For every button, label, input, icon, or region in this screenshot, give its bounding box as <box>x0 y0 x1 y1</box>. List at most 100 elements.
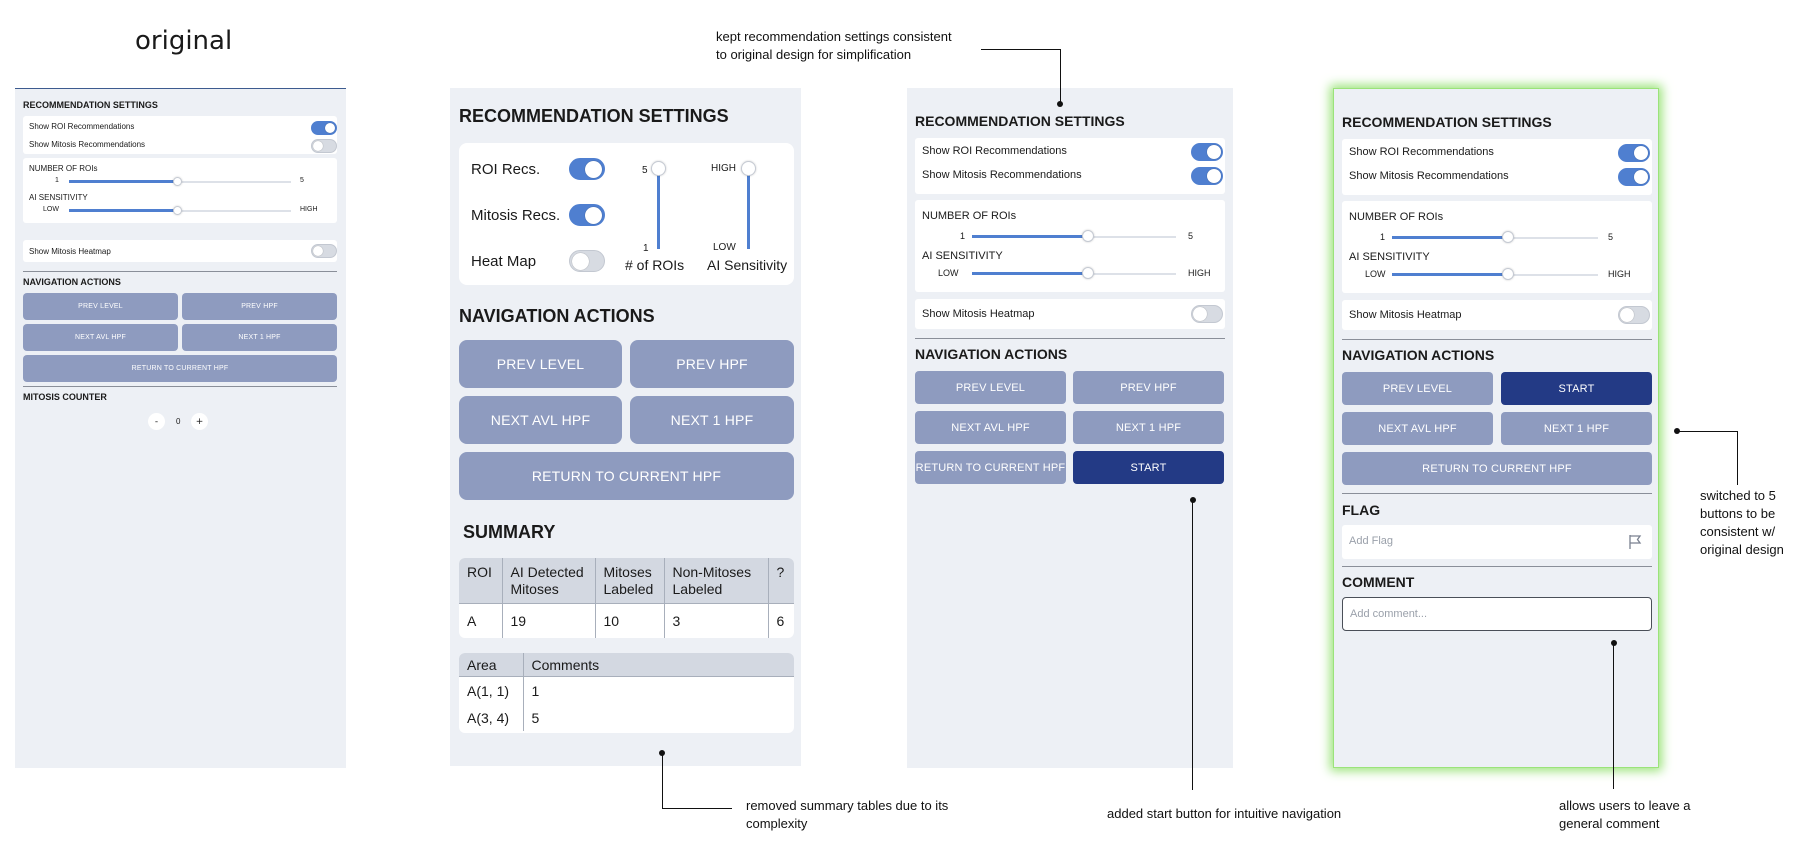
ai-sensitivity-label: AI SENSITIVITY <box>1349 251 1430 263</box>
annotation-comment: allows users to leave a general comment <box>1559 798 1691 831</box>
summary-title: SUMMARY <box>463 522 556 542</box>
col-ai-detected: AI Detected Mitoses <box>502 558 596 604</box>
col-mitoses-labeled: Mitoses Labeled <box>595 558 665 604</box>
divider <box>1342 493 1652 494</box>
show-mitosis-toggle[interactable] <box>311 139 337 153</box>
prev-level-button[interactable]: PREV LEVEL <box>459 340 622 388</box>
recommendations-card: Show ROI Recommendations Show Mitosis Re… <box>915 138 1225 194</box>
heat-map-toggle[interactable] <box>569 250 605 272</box>
nav-title: NAVIGATION ACTIONS <box>23 277 121 287</box>
prev-hpf-button[interactable]: PREV HPF <box>630 340 794 388</box>
next-1-hpf-button[interactable]: NEXT 1 HPF <box>1073 411 1224 444</box>
v2-panel: RECOMMENDATION SETTINGS Show ROI Recomme… <box>907 88 1233 768</box>
roi-recs-toggle[interactable] <box>569 158 605 180</box>
mitosis-recs-label: Mitosis Recs. <box>471 207 561 224</box>
num-rois-fill <box>972 235 1087 238</box>
num-rois-max: 5 <box>300 177 304 184</box>
ai-thumb[interactable] <box>1082 267 1094 279</box>
show-roi-toggle[interactable] <box>1618 144 1650 162</box>
next-avl-hpf-button[interactable]: NEXT AVL HPF <box>915 411 1066 444</box>
decrement-label: - <box>154 416 159 427</box>
flag-title: FLAG <box>1342 502 1381 518</box>
col-area: Area <box>459 653 524 677</box>
sliders-card: NUMBER OF ROIs 1 5 AI SENSITIVITY LOW HI… <box>915 200 1225 292</box>
show-roi-toggle[interactable] <box>1191 143 1223 161</box>
num-rois-thumb[interactable] <box>651 161 666 176</box>
ai-high: HIGH <box>1608 269 1631 279</box>
return-button[interactable]: RETURN TO CURRENT HPF <box>915 451 1066 484</box>
flag-input[interactable]: Add Flag <box>1342 525 1652 559</box>
next-1-hpf-button[interactable]: NEXT 1 HPF <box>630 396 794 444</box>
ai-thumb[interactable] <box>741 161 756 176</box>
connector <box>1737 431 1738 485</box>
recommendations-card: Show ROI Recommendations Show Mitosis Re… <box>23 116 337 154</box>
heatmap-toggle[interactable] <box>311 244 337 258</box>
num-rois-min: 1 <box>960 231 966 241</box>
show-roi-label: Show ROI Recommendations <box>922 145 1067 157</box>
num-rois-vertical-track <box>657 169 660 249</box>
ai-thumb[interactable] <box>1502 268 1514 280</box>
heatmap-card: Show Mitosis Heatmap <box>23 240 337 262</box>
next-1-hpf-button[interactable]: NEXT 1 HPF <box>182 324 337 351</box>
annotation-removed: removed summary tables due to its comple… <box>746 798 949 831</box>
prev-level-button[interactable]: PREV LEVEL <box>1342 372 1493 405</box>
comment-placeholder: Add comment... <box>1350 608 1428 620</box>
prev-hpf-button[interactable]: PREV HPF <box>182 293 337 320</box>
mitosis-recs-toggle[interactable] <box>569 204 605 226</box>
num-rois-thumb[interactable] <box>1082 230 1094 242</box>
comment-title: COMMENT <box>1342 574 1415 590</box>
decrement-button[interactable]: - <box>148 413 165 430</box>
increment-button[interactable]: + <box>191 413 208 430</box>
return-button[interactable]: RETURN TO CURRENT HPF <box>459 452 794 500</box>
comment-input[interactable]: Add comment... <box>1342 597 1652 631</box>
ai-low: LOW <box>43 206 59 213</box>
ai-sensitivity-label: AI SENSITIVITY <box>29 193 88 202</box>
num-rois-max: 5 <box>642 165 648 176</box>
show-roi-label: Show ROI Recommendations <box>29 122 135 131</box>
cell-area: A(3, 4) <box>459 705 524 731</box>
show-roi-toggle[interactable] <box>311 121 337 135</box>
comments-table: Area Comments A(1, 1) 1 A(3, 4) 5 <box>459 653 794 731</box>
ai-high: HIGH <box>1188 268 1211 278</box>
ai-fill <box>972 272 1087 275</box>
increment-label: + <box>195 416 204 427</box>
num-rois-label: # of ROIs <box>625 257 685 273</box>
ai-thumb[interactable] <box>173 206 182 215</box>
rec-settings-title: RECOMMENDATION SETTINGS <box>915 113 1125 129</box>
start-button[interactable]: START <box>1501 372 1652 405</box>
divider <box>23 271 337 272</box>
start-button[interactable]: START <box>1073 451 1224 484</box>
cell-ai-detected: 19 <box>502 604 596 638</box>
connector <box>662 753 663 809</box>
divider <box>1342 566 1652 567</box>
show-mitosis-label: Show Mitosis Recommendations <box>1349 170 1509 182</box>
next-avl-hpf-button[interactable]: NEXT AVL HPF <box>1342 412 1493 445</box>
next-avl-hpf-button[interactable]: NEXT AVL HPF <box>459 396 622 444</box>
show-mitosis-toggle[interactable] <box>1191 167 1223 185</box>
cell-mitoses-labeled: 10 <box>595 604 665 638</box>
v3-panel: RECOMMENDATION SETTINGS Show ROI Recomme… <box>1333 88 1659 768</box>
flag-icon[interactable] <box>1628 534 1642 550</box>
next-1-hpf-button[interactable]: NEXT 1 HPF <box>1501 412 1652 445</box>
prev-level-button[interactable]: PREV LEVEL <box>915 371 1066 404</box>
sliders-card: NUMBER OF ROIs 1 5 AI SENSITIVITY LOW HI… <box>1342 201 1652 293</box>
divider <box>1342 339 1652 340</box>
next-avl-hpf-button[interactable]: NEXT AVL HPF <box>23 324 178 351</box>
nav-title: NAVIGATION ACTIONS <box>459 306 655 326</box>
return-button[interactable]: RETURN TO CURRENT HPF <box>1342 452 1652 485</box>
prev-level-button[interactable]: PREV LEVEL <box>23 293 178 320</box>
heatmap-toggle[interactable] <box>1618 306 1650 324</box>
mitosis-count: 0 <box>176 417 181 426</box>
show-mitosis-toggle[interactable] <box>1618 168 1650 186</box>
annotation-kept: kept recommendation settings consistent … <box>716 29 952 62</box>
num-rois-thumb[interactable] <box>1502 231 1514 243</box>
num-rois-max: 5 <box>1188 231 1194 241</box>
recommendations-card: Show ROI Recommendations Show Mitosis Re… <box>1342 139 1652 195</box>
return-button[interactable]: RETURN TO CURRENT HPF <box>23 355 337 382</box>
heatmap-toggle[interactable] <box>1191 305 1223 323</box>
heat-map-label: Heat Map <box>471 253 537 270</box>
col-question: ? <box>776 564 785 580</box>
heatmap-label: Show Mitosis Heatmap <box>1349 309 1462 321</box>
prev-hpf-button[interactable]: PREV HPF <box>1073 371 1224 404</box>
num-rois-thumb[interactable] <box>173 177 182 186</box>
